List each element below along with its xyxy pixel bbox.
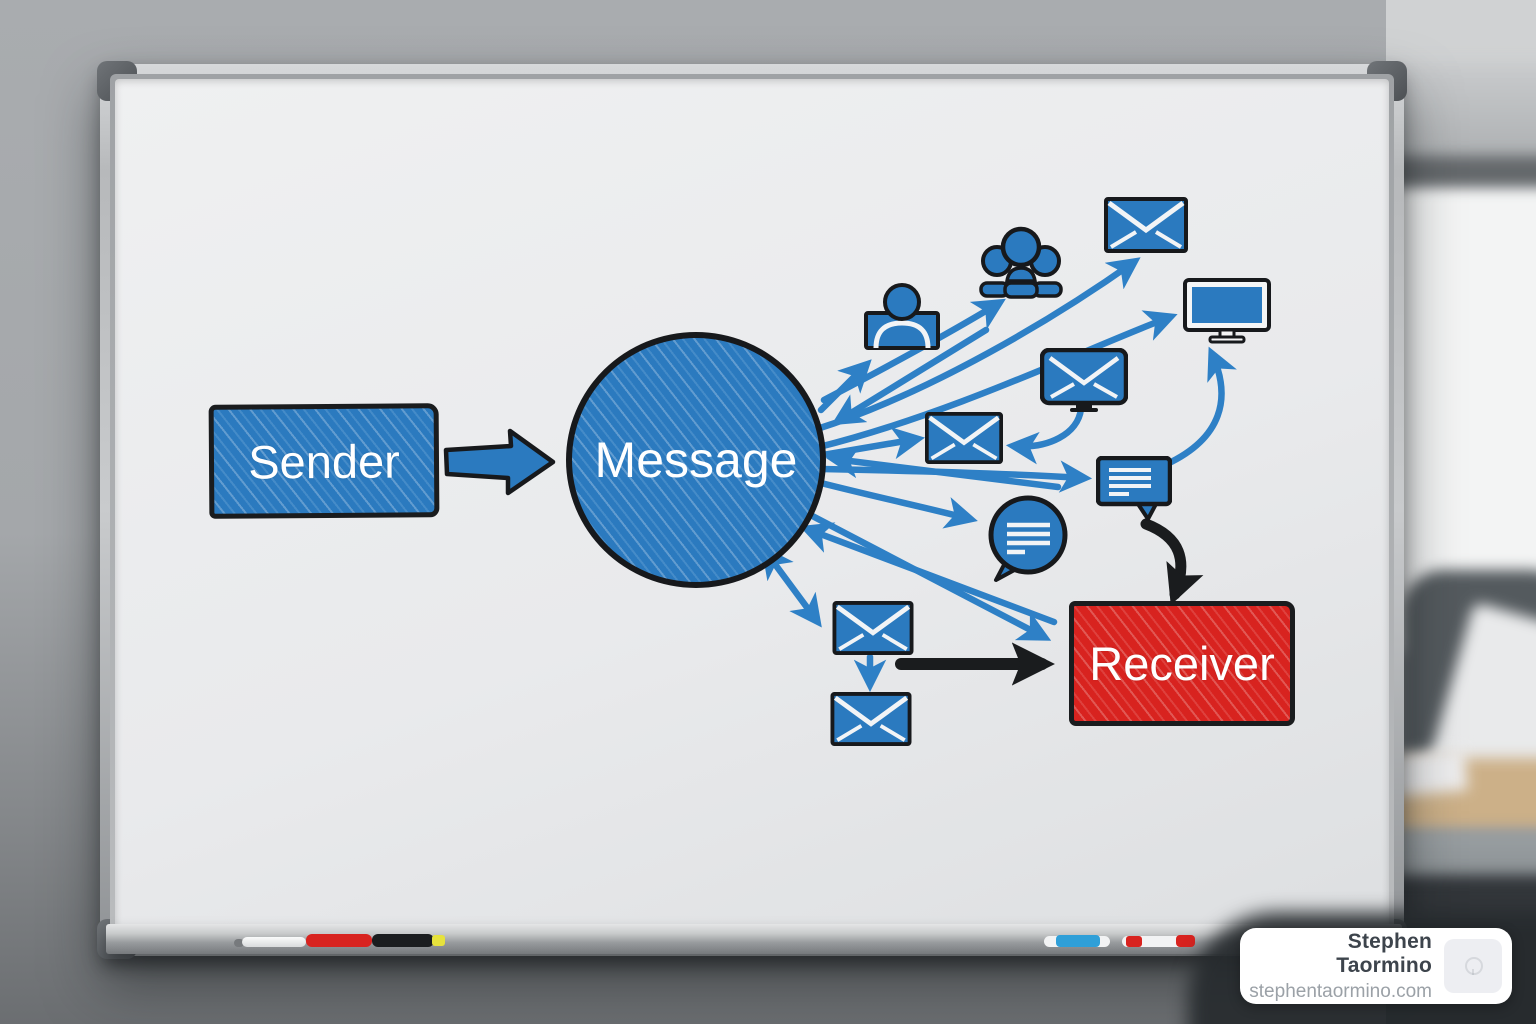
black-marker <box>372 934 434 947</box>
envelope-bottom-2-icon <box>829 692 913 746</box>
receiver-label: Receiver <box>1089 637 1275 690</box>
message-node: Message <box>566 332 826 588</box>
white-red-marker <box>1122 936 1192 947</box>
red-marker <box>306 934 372 947</box>
arrow-message-to-group <box>820 298 1006 404</box>
sender-node: Sender <box>208 403 440 519</box>
blue-marker <box>1056 935 1100 947</box>
message-label: Message <box>594 432 798 488</box>
people-group-icon <box>976 224 1066 302</box>
monitor-icon <box>1183 278 1271 344</box>
watermark-card: Stephen Taormino stephentaormino.com <box>1240 928 1512 1004</box>
watermark-badge-icon <box>1444 939 1502 993</box>
red-marker-band <box>1126 936 1142 947</box>
receiver-node: Receiver <box>1069 601 1295 726</box>
red-marker-tip <box>1176 935 1195 947</box>
arrow-message-to-monitor <box>815 310 1178 451</box>
marker-cap <box>234 939 244 947</box>
watermark-name: Stephen Taormino <box>1336 929 1432 977</box>
sender-label: Sender <box>248 433 400 489</box>
arrow-sender-to-message <box>443 428 556 496</box>
person-icon <box>862 282 942 352</box>
background-cabinet <box>1386 62 1536 174</box>
envelope-bottom-icon <box>831 601 915 655</box>
envelope-top-icon <box>1104 197 1188 253</box>
watermark-text: Stephen Taormino stephentaormino.com <box>1249 930 1432 1003</box>
envelope-mid-icon <box>925 412 1003 464</box>
arrow-message-envelope-bottom-bidirectional <box>761 545 822 628</box>
arrow-envelope-screen-to-envelope-mid <box>1005 405 1085 465</box>
watermark-website: stephentaormino.com <box>1249 980 1432 1002</box>
arrow-message-to-speech-bubble <box>813 478 978 529</box>
white-marker <box>242 937 306 947</box>
arrow-message-to-chat-box <box>818 460 1093 493</box>
speech-bubble-icon <box>984 495 1070 583</box>
chat-box-icon <box>1095 455 1173 522</box>
arrow-message-to-receiver <box>795 505 1052 641</box>
arrow-message-to-envelope-top <box>813 257 1141 433</box>
arrow-chat-box-to-receiver-black <box>1140 518 1204 606</box>
arrow-group-to-message <box>831 326 990 426</box>
arrow-chat-box-to-monitor <box>1163 346 1237 468</box>
envelope-screen-icon <box>1039 347 1129 414</box>
black-marker-yellow-tip <box>432 935 445 946</box>
